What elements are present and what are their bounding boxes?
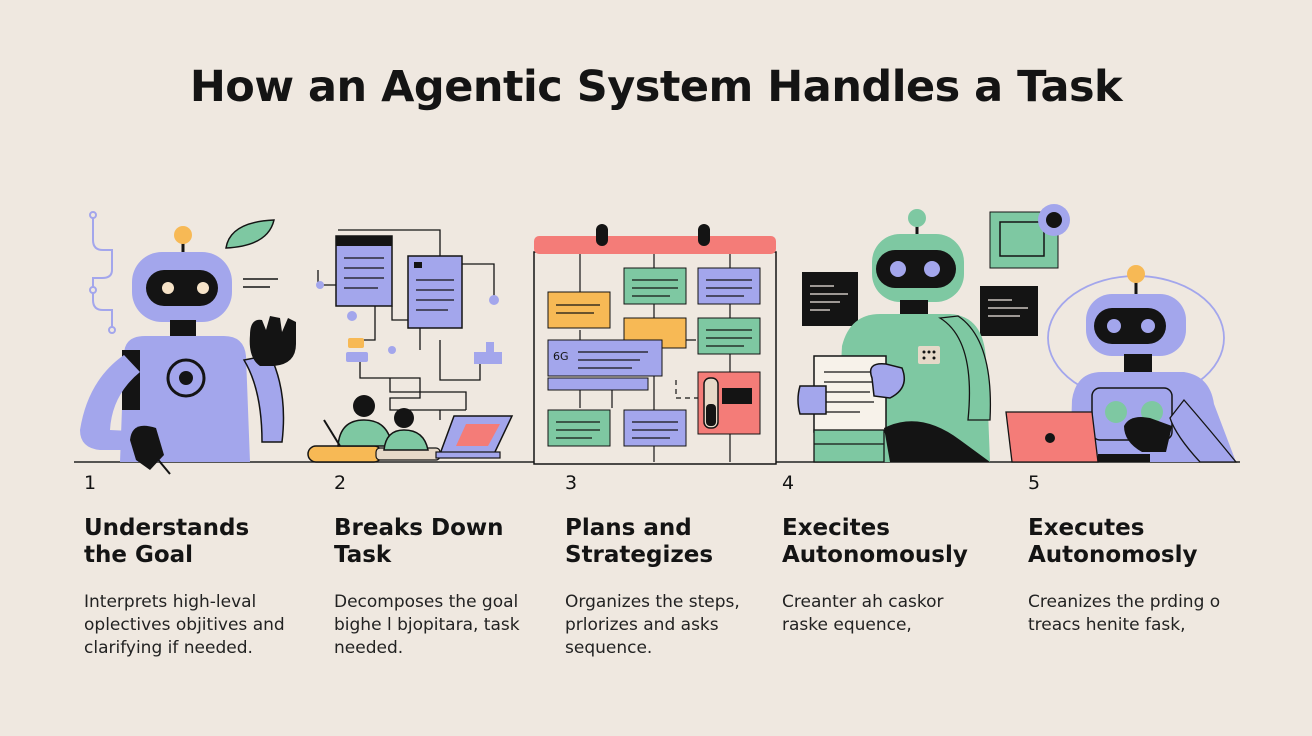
code-screen-left [802,272,858,326]
page-title: How an Agentic System Handles a Task [189,62,1123,112]
task-breakdown-icon [307,229,514,463]
step-number: 2 [334,472,347,494]
step-number: 1 [84,472,97,494]
circuit-lines [89,211,116,334]
planning-board-icon: 6G [533,224,777,465]
board-label: 6G [553,350,569,363]
robot-reading-icon [797,204,1070,463]
step-number: 4 [782,472,795,494]
code-screen-right [980,286,1038,336]
robot-laptop-icon [1005,265,1238,463]
robot-waving-icon [80,211,296,475]
antenna-bulb [174,226,192,244]
leaf-icon [225,219,275,249]
step-number: 3 [565,472,578,494]
step-number: 5 [1028,472,1041,494]
